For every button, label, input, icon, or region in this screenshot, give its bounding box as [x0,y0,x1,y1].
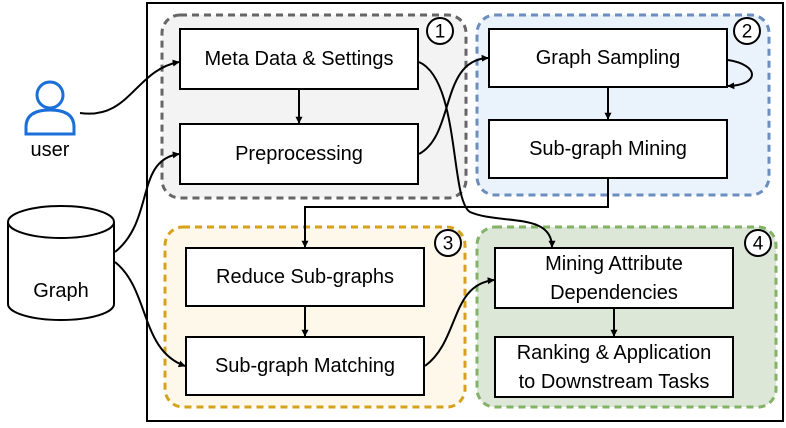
sub-graph-mining-label: Sub-graph Mining [529,138,687,160]
meta-data-settings-box [179,28,419,90]
edge-user-to-meta-data [79,59,180,115]
group-4-number: 4 [753,234,764,255]
mining-attribute-dependencies-label-line-1: Mining Attribute [545,253,683,275]
reduce-sub-graphs-label: Reduce Sub-graphs [216,266,394,288]
edge-graph-to-preprocessing [114,151,180,253]
graph-sampling-box [488,28,728,88]
edge-sub-graph-mining-to-reduce-sub-graphs [301,179,609,248]
group-2-number-badge: 2 [733,17,761,45]
user-icon [24,80,76,136]
edge-sub-graph-matching-to-mining-attribute-dependencies [424,277,495,367]
mining-attribute-dependencies-box [494,247,734,309]
graph-label: Graph [33,280,89,302]
group-1-number-badge: 1 [426,17,454,45]
group-4-number-badge: 4 [744,229,772,257]
sub-graph-matching-label: Sub-graph Matching [215,355,395,377]
user-label: user [31,139,70,161]
preprocessing-label: Preprocessing [235,143,363,165]
edge-graph-to-sub-graph-matching [114,261,186,368]
graph-sampling-label: Graph Sampling [536,47,681,69]
ranking-application-label-line-2: to Downstream Tasks [519,371,710,393]
preprocessing-box [179,123,419,185]
group-3-number: 3 [443,234,454,255]
edge-meta-data-to-mining-attribute-dependencies [418,61,556,248]
sub-graph-matching-box [185,336,425,396]
reduce-sub-graphs-box [185,247,425,307]
edge-graph-sampling-self-loop [727,59,753,90]
group-1-number: 1 [435,22,446,43]
group-3-number-badge: 3 [434,229,462,257]
graph-database-icon [7,205,115,321]
group-2-number: 2 [742,22,753,43]
edge-preprocessing-to-graph-sampling [418,54,489,155]
sub-graph-mining-box [488,119,728,179]
mining-attribute-dependencies-label-line-2: Dependencies [550,282,678,304]
ranking-application-box [494,336,734,398]
meta-data-settings-label: Meta Data & Settings [205,48,394,70]
ranking-application-label-line-1: Ranking & Application [517,342,712,364]
